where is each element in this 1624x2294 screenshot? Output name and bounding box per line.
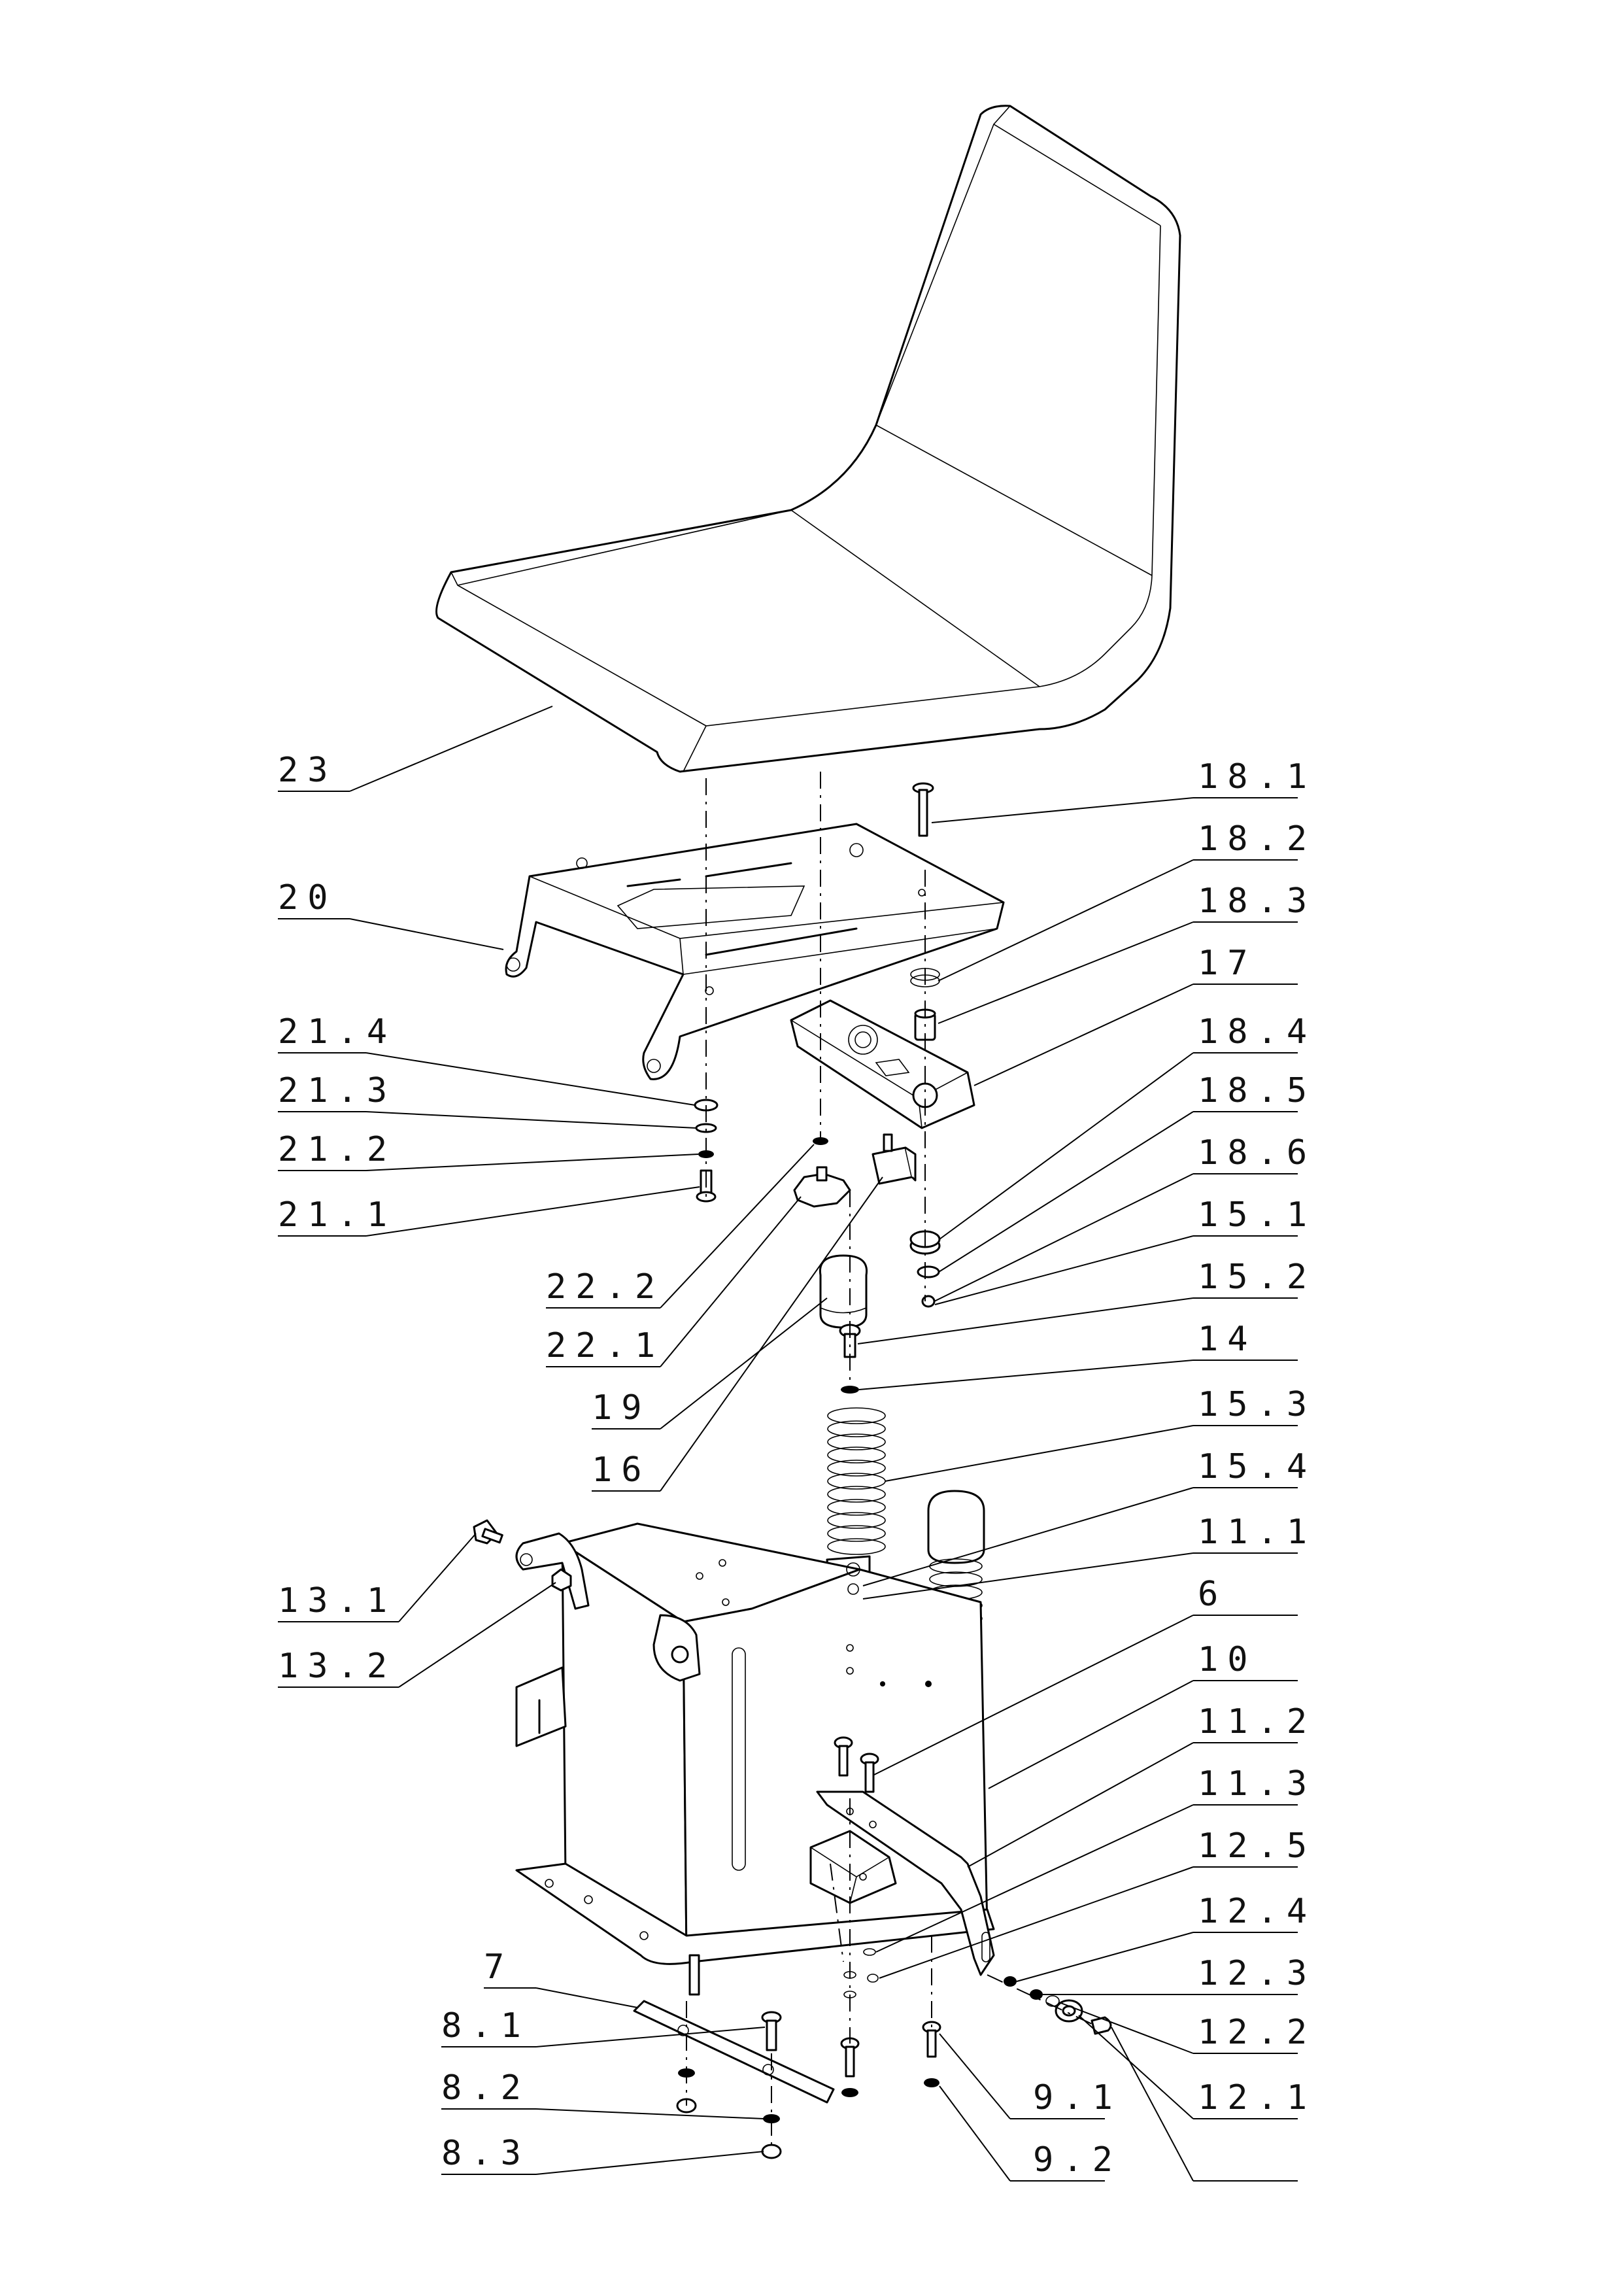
part-19-rubber-buffer bbox=[819, 1254, 868, 1329]
label-17: 17 bbox=[1198, 944, 1257, 983]
part-6-base-box bbox=[515, 1522, 995, 1996]
label-18-4: 18.4 bbox=[1198, 1012, 1316, 1052]
label-7: 7 bbox=[484, 1947, 513, 1987]
part-12-fasteners bbox=[1004, 1976, 1112, 2035]
label-21-3: 21.3 bbox=[278, 1071, 396, 1110]
label-21-4: 21.4 bbox=[278, 1012, 396, 1052]
label-8-3: 8.3 bbox=[441, 2134, 530, 2173]
label-8-1: 8.1 bbox=[441, 2006, 530, 2046]
label-9-1: 9.1 bbox=[1033, 2078, 1122, 2117]
label-18-5: 18.5 bbox=[1198, 1071, 1316, 1110]
label-11-3: 11.3 bbox=[1198, 1764, 1316, 1804]
label-16: 16 bbox=[592, 1450, 651, 1490]
label-18-2: 18.2 bbox=[1198, 819, 1316, 859]
part-7-strip bbox=[633, 1971, 941, 2159]
label-12-4: 12.4 bbox=[1198, 1892, 1316, 1931]
label-13-1: 13.1 bbox=[278, 1581, 396, 1620]
label-19: 19 bbox=[592, 1388, 651, 1428]
label-10: 10 bbox=[1198, 1640, 1257, 1679]
part-labels: 23 20 21.4 21.3 21.2 21.1 22.2 22.1 19 1… bbox=[278, 751, 1316, 2180]
label-12-3: 12.3 bbox=[1198, 1954, 1316, 1993]
label-18-1: 18.1 bbox=[1198, 757, 1316, 796]
label-18-3: 18.3 bbox=[1198, 882, 1316, 921]
label-15-1: 15.1 bbox=[1198, 1195, 1316, 1235]
label-12-1: 12.1 bbox=[1198, 2078, 1316, 2117]
part-17-slide-plate bbox=[790, 999, 975, 1129]
label-6: 6 bbox=[1198, 1575, 1227, 1614]
label-11-1: 11.1 bbox=[1198, 1513, 1316, 1552]
label-8-2: 8.2 bbox=[441, 2068, 530, 2108]
label-18-6: 18.6 bbox=[1198, 1133, 1316, 1173]
label-21-1: 21.1 bbox=[278, 1195, 396, 1235]
label-21-2: 21.2 bbox=[278, 1130, 396, 1169]
part-16-stop-block bbox=[871, 1133, 917, 1185]
label-20: 20 bbox=[278, 878, 337, 917]
label-15-3: 15.3 bbox=[1198, 1385, 1316, 1424]
part-13-bolt-nut bbox=[473, 1519, 572, 1592]
label-14: 14 bbox=[1198, 1320, 1257, 1359]
label-15-2: 15.2 bbox=[1198, 1258, 1316, 1297]
leader-lines bbox=[278, 706, 1298, 2182]
label-22-1: 22.1 bbox=[546, 1326, 664, 1365]
label-12-2: 12.2 bbox=[1198, 2013, 1316, 2052]
label-23: 23 bbox=[278, 751, 337, 790]
label-11-2: 11.2 bbox=[1198, 1702, 1316, 1741]
label-13-2: 13.2 bbox=[278, 1647, 396, 1686]
part-10-bracket bbox=[809, 1736, 995, 1983]
part-23-seat bbox=[435, 105, 1181, 773]
label-12-5: 12.5 bbox=[1198, 1826, 1316, 1866]
label-9-2: 9.2 bbox=[1033, 2140, 1122, 2180]
part-20-seat-bracket bbox=[505, 823, 1005, 1080]
part-22-knob bbox=[793, 1137, 851, 1208]
label-22-2: 22.2 bbox=[546, 1267, 664, 1307]
label-15-4: 15.4 bbox=[1198, 1447, 1316, 1486]
